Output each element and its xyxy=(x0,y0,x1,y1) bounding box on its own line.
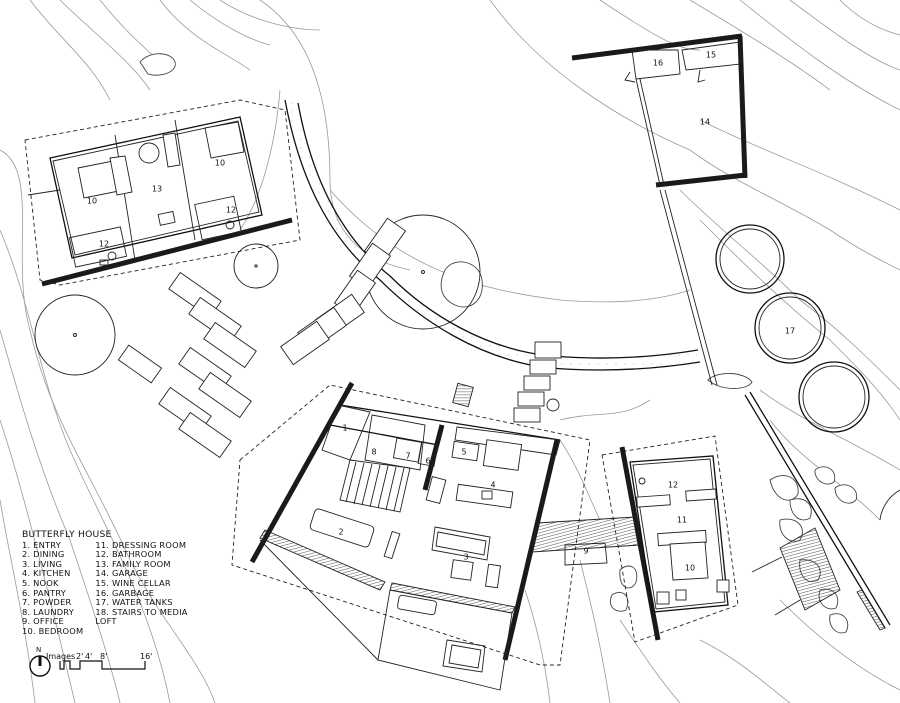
room-label-13: 13 xyxy=(152,185,162,194)
boulders xyxy=(139,53,858,634)
scale-overlay-text: Images xyxy=(46,652,76,661)
room-label-10-left: 10 xyxy=(87,197,97,206)
stepping-stones xyxy=(117,217,562,459)
legend-item: 3. LIVING xyxy=(22,558,63,569)
legend-title: BUTTERFLY HOUSE xyxy=(22,529,112,540)
trees xyxy=(34,214,900,521)
room-label-14: 14 xyxy=(700,118,710,127)
legend-item: 2. DINING xyxy=(22,549,65,560)
scale-tick-16: 16' xyxy=(140,652,153,661)
curved-retaining-wall xyxy=(284,99,701,371)
room-label-8: 8 xyxy=(371,448,376,457)
legend-item: 6. PANTRY xyxy=(22,587,67,598)
room-label-5: 5 xyxy=(461,448,466,457)
room-label-12-right: 12 xyxy=(226,206,236,215)
room-label-1: 1 xyxy=(342,424,347,433)
legend-item: 4. KITCHEN xyxy=(22,568,71,579)
room-label-3: 3 xyxy=(463,553,468,562)
legend-item: 1. ENTRY xyxy=(22,539,61,550)
bridge-to-master: 9 xyxy=(531,516,641,566)
master-suite: 12 11 10 xyxy=(601,435,739,643)
room-label-6: 6 xyxy=(425,457,430,466)
guest-house: 13 10 10 12 12 xyxy=(24,99,301,287)
legend-item: 11. DRESSING ROOM xyxy=(95,539,187,550)
room-label-12-left: 12 xyxy=(99,240,109,249)
grate xyxy=(452,382,474,408)
legend-item: 18. STAIRS TO MEDIA xyxy=(95,606,188,617)
legend-item: 16. GARBAGE xyxy=(95,587,155,598)
legend-item: 15. WINE CELLAR xyxy=(95,577,171,588)
room-label-10-right: 10 xyxy=(215,159,225,168)
room-label-16: 16 xyxy=(653,59,663,68)
scale-tick-2: 2' xyxy=(76,652,84,661)
north-arrow xyxy=(29,655,51,677)
legend-item: 8. LAUNDRY xyxy=(22,606,75,617)
room-label-4: 4 xyxy=(490,481,495,490)
legend-item: 12. BATHROOM xyxy=(95,549,162,560)
legend-item: 5. NOOK xyxy=(22,577,59,588)
main-house: 1 2 3 4 5 6 7 8 xyxy=(231,381,591,691)
legend-item: LOFT xyxy=(95,616,117,627)
water-tanks: 17 xyxy=(715,224,870,433)
scale-tick-4: 4' xyxy=(85,652,93,661)
north-label: N xyxy=(36,646,42,654)
room-label-17: 17 xyxy=(785,327,795,336)
room-label-2: 2 xyxy=(338,528,343,537)
scale-bar xyxy=(59,660,146,670)
legend-column-2: 11. DRESSING ROOM 12. BATHROOM 13. FAMIL… xyxy=(95,539,188,637)
garage-building: 16 15 14 xyxy=(571,33,748,386)
legend-item: 14. GARAGE xyxy=(95,568,148,579)
legend-column-1: 1. ENTRY 2. DINING 3. LIVING 4. KITCHEN … xyxy=(22,539,84,637)
legend-item: 9. OFFICE xyxy=(22,616,64,627)
legend: BUTTERFLY HOUSE 1. ENTRY 2. DINING 3. LI… xyxy=(22,530,188,637)
legend-item: 7. POWDER xyxy=(22,597,72,608)
legend-item: 10. BEDROOM xyxy=(22,625,84,636)
legend-item: 13. FAMILY ROOM xyxy=(95,558,171,569)
legend-item: 17. WATER TANKS xyxy=(95,597,173,608)
scale-tick-8: 8' xyxy=(100,652,108,661)
room-label-15: 15 xyxy=(706,51,716,60)
room-label-11: 11 xyxy=(677,516,687,525)
room-label-9: 9 xyxy=(583,547,588,556)
room-label-12-master: 12 xyxy=(668,481,678,490)
room-label-10-master: 10 xyxy=(685,564,695,573)
driveway-edge xyxy=(744,391,891,631)
room-label-7: 7 xyxy=(405,452,410,461)
